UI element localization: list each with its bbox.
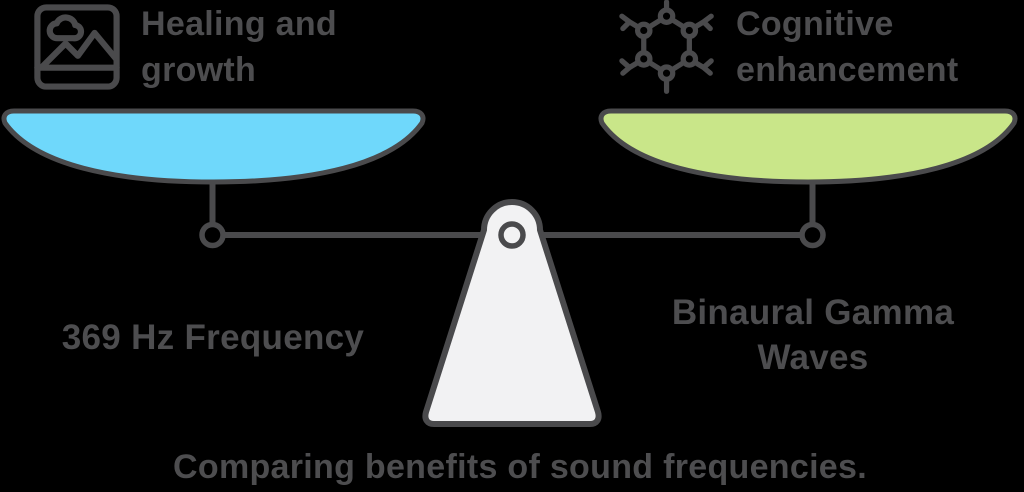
right-header: Cognitive enhancement <box>736 5 959 89</box>
molecule-icon <box>619 0 714 94</box>
left-pan-label: 369 Hz Frequency <box>61 318 365 357</box>
image-icon-cloud <box>46 14 85 42</box>
left-beam-ring <box>199 221 226 249</box>
left-pan-shape <box>1 108 426 185</box>
left-header: Healing and growth <box>141 5 337 89</box>
diagram-caption: Comparing benefits of sound frequencies. <box>173 448 867 486</box>
left-pan <box>1 108 426 185</box>
fulcrum <box>422 199 602 427</box>
image-icon-mountains <box>38 29 119 71</box>
right-pan-label: Binaural Gamma Waves <box>671 293 955 377</box>
right-beam-ring <box>799 221 826 249</box>
fulcrum-pivot-hole <box>498 221 526 249</box>
right-pan <box>598 108 1018 185</box>
image-icon <box>34 4 120 90</box>
right-pan-shape <box>598 108 1018 185</box>
fulcrum-body <box>422 199 602 427</box>
